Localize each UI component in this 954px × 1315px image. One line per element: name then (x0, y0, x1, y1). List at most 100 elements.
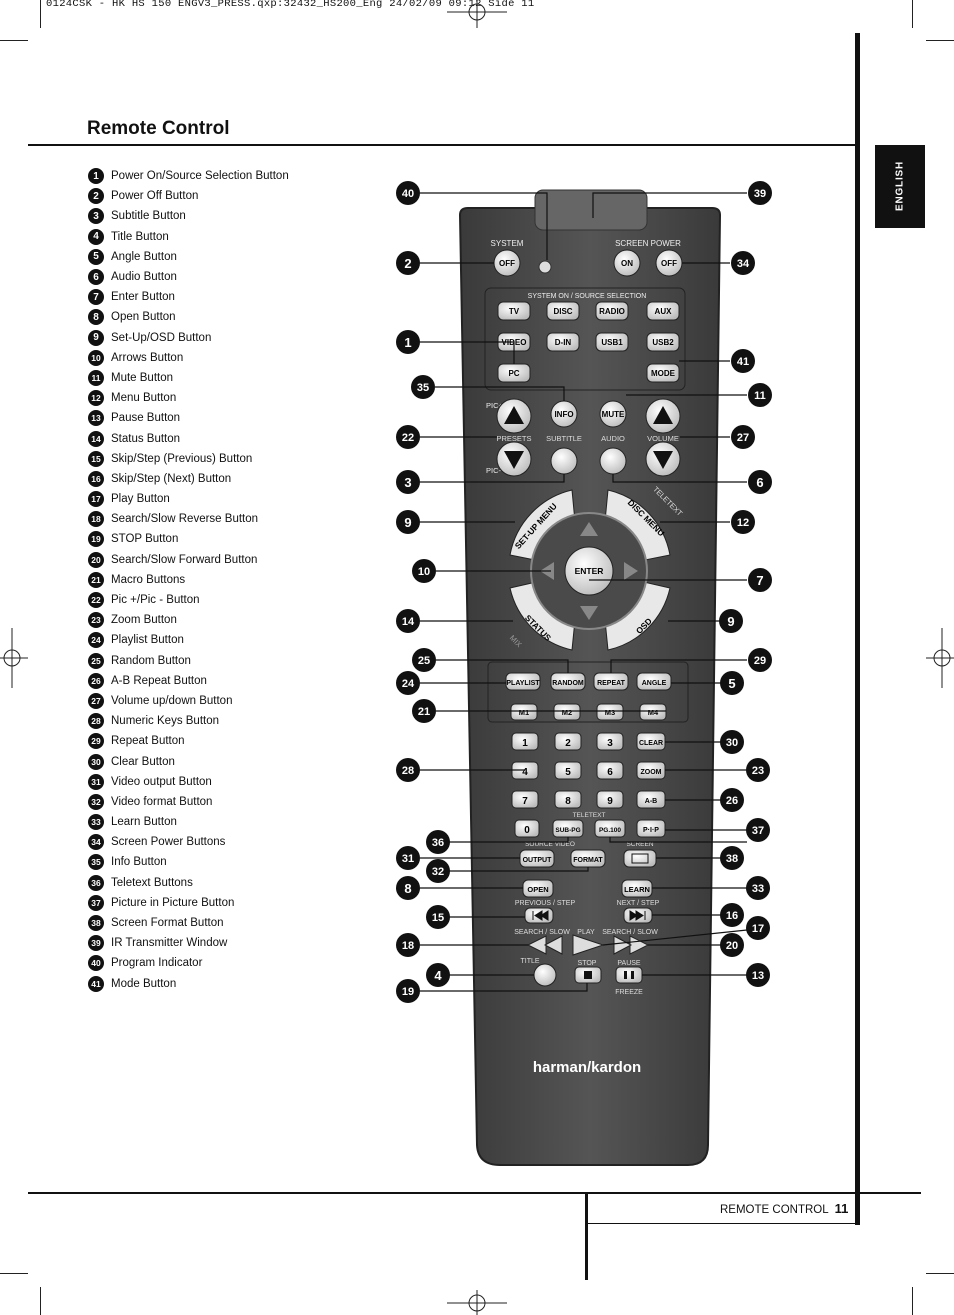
audio-button[interactable] (599, 447, 627, 475)
screen-format-icon (631, 853, 649, 864)
radio-button[interactable]: RADIO (595, 301, 629, 321)
aux-button[interactable]: AUX (646, 301, 680, 321)
stop-button[interactable] (574, 966, 602, 984)
numeric-key-1[interactable]: 1 (511, 732, 539, 751)
screen-off-button[interactable]: OFF (655, 249, 683, 277)
open-button[interactable]: OPEN (522, 879, 554, 898)
disc-button[interactable]: DISC (546, 301, 580, 321)
callout-38: 38 (720, 846, 744, 870)
title-button[interactable] (533, 963, 557, 987)
info-button[interactable]: INFO (550, 400, 578, 428)
callout-18: 18 (396, 933, 420, 957)
stop-icon (584, 971, 592, 979)
screen-format-button[interactable] (623, 849, 657, 868)
legend-label: Subtitle Button (111, 210, 186, 223)
open-label: OPEN (527, 885, 548, 894)
mode-button[interactable]: MODE (646, 363, 680, 383)
callout-number: 4 (434, 968, 442, 983)
callout-15: 15 (426, 905, 450, 929)
numeric-key-7[interactable]: 7 (511, 790, 539, 809)
callout-number: 9 (727, 614, 734, 629)
callout-8: 8 (396, 876, 420, 900)
repeat-button[interactable]: REPEAT (593, 672, 629, 691)
sub-page-button[interactable]: SUB-PG (552, 819, 584, 838)
numeric-key-9[interactable]: 9 (596, 790, 624, 809)
usb2-button[interactable]: USB2 (646, 332, 680, 352)
registration-mark-right (926, 628, 954, 688)
learn-button[interactable]: LEARN (621, 879, 653, 898)
play-button[interactable] (572, 934, 605, 956)
legend-number: 11 (88, 369, 104, 386)
numeric-key-3[interactable]: 3 (596, 732, 624, 751)
audio-label: AUDIO (601, 434, 625, 443)
angle-button[interactable]: ANGLE (636, 672, 672, 691)
legend-label: Angle Button (111, 250, 177, 263)
legend-number: 30 (88, 753, 104, 770)
callout-number: 2 (404, 256, 411, 271)
callout-3: 3 (396, 470, 420, 494)
search-forward-button[interactable] (613, 935, 650, 955)
playlist-button[interactable]: PLAYLIST (505, 672, 541, 691)
page-100-button[interactable]: PG.100 (594, 819, 626, 838)
callout-number: 16 (726, 910, 738, 922)
skip-previous-button[interactable] (524, 907, 554, 924)
arrow-right-icon[interactable] (624, 562, 638, 580)
pause-icon-bar (631, 971, 634, 979)
freeze-label: FREEZE (615, 989, 643, 996)
legend-label: Numeric Keys Button (111, 715, 220, 728)
callout-31: 31 (396, 846, 420, 870)
pic-up-button[interactable] (496, 398, 532, 434)
system-off-button[interactable]: OFF (493, 249, 521, 277)
pause-icon (624, 971, 627, 979)
zoom-button[interactable]: ZOOM (636, 761, 666, 780)
screen-on-button[interactable]: ON (613, 249, 641, 277)
subtitle-button[interactable] (550, 447, 578, 475)
triangle-down-icon (653, 451, 673, 469)
mute-button[interactable]: MUTE (599, 400, 627, 428)
macro-m3-button[interactable]: M3 (596, 703, 624, 721)
ab-repeat-button[interactable]: A-B (636, 790, 666, 809)
fast-forward-icon[interactable] (613, 935, 650, 955)
random-button[interactable]: RANDOM (550, 672, 586, 691)
sub-pg-label: SUB-PG (555, 827, 580, 834)
din-button[interactable]: D-IN (546, 332, 580, 352)
clear-button[interactable]: CLEAR (636, 732, 666, 751)
callout-number: 27 (737, 432, 749, 444)
arrow-down-icon[interactable] (580, 606, 598, 620)
numeric-key-2[interactable]: 2 (554, 732, 582, 751)
macro-m1-button[interactable]: M1 (510, 703, 538, 721)
enter-button[interactable]: ENTER (564, 546, 614, 596)
skip-next-button[interactable] (623, 907, 653, 924)
volume-down-button[interactable] (645, 441, 681, 477)
search-reverse-button[interactable] (526, 935, 563, 955)
numeric-key-6[interactable]: 6 (596, 761, 624, 780)
callout-number: 3 (404, 475, 411, 490)
numeric-key-8[interactable]: 8 (554, 790, 582, 809)
callout-number: 31 (402, 853, 414, 865)
legend-number: 17 (88, 491, 104, 508)
tv-button[interactable]: TV (497, 301, 531, 321)
arrow-up-icon[interactable] (580, 522, 598, 536)
pip-button[interactable]: P·I·P (636, 819, 666, 838)
callout-number: 8 (404, 881, 411, 896)
macro-m4-button[interactable]: M4 (639, 703, 667, 721)
legend-number: 9 (88, 329, 104, 346)
macro-m2-button[interactable]: M2 (553, 703, 581, 721)
volume-up-button[interactable] (645, 398, 681, 434)
video-format-button[interactable]: FORMAT (570, 849, 606, 868)
rewind-icon[interactable] (526, 935, 563, 955)
video-output-button[interactable]: OUTPUT (519, 849, 555, 868)
play-icon[interactable] (572, 934, 605, 956)
pic-down-button[interactable] (496, 441, 532, 477)
numeric-key-5[interactable]: 5 (554, 761, 582, 780)
pc-button[interactable]: PC (497, 363, 531, 383)
numeric-key-0[interactable]: 0 (514, 819, 540, 838)
pip-label: P·I·P (643, 827, 659, 834)
pause-button[interactable] (615, 966, 643, 984)
usb1-button[interactable]: USB1 (595, 332, 629, 352)
